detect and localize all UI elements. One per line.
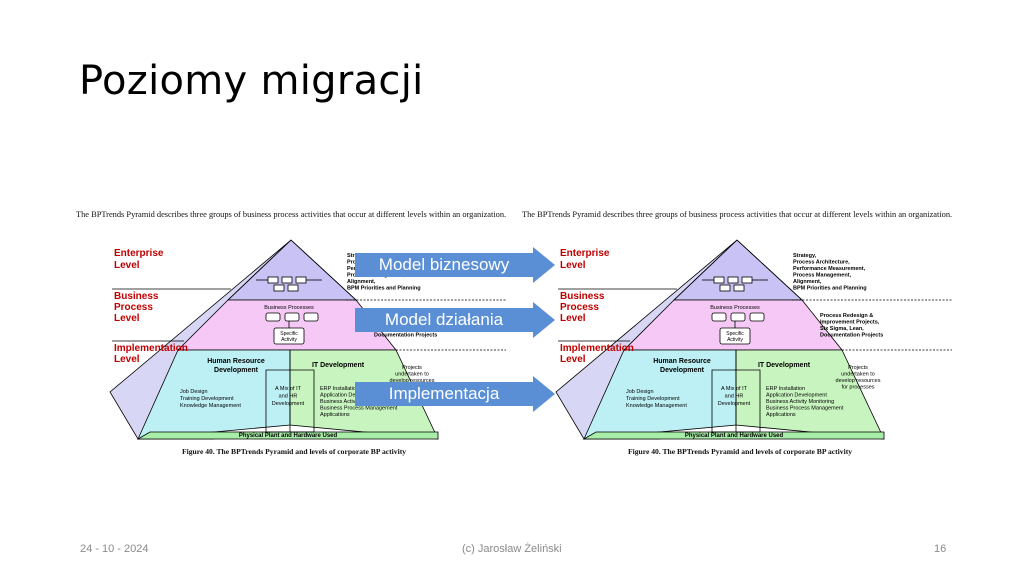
mix-item: and HR — [725, 394, 744, 400]
process-note: Six Sigma, Lean, — [820, 326, 864, 332]
implementation-note: undertaken to — [395, 372, 429, 378]
figure-intro: The BPTrends Pyramid describes three gro… — [522, 210, 953, 219]
hr-item: Training Development — [626, 396, 680, 402]
process-chain-icon — [702, 276, 768, 292]
arrow-model-biznesowy: Model biznesowy — [355, 247, 555, 288]
pyramid-figure-right: The BPTrends Pyramid describes three gro… — [522, 210, 958, 468]
it-item: Business Activity Monitoring — [320, 399, 388, 405]
hr-title: Development — [214, 367, 259, 374]
specific-activity-label: Activity — [281, 337, 297, 343]
level-label: Implementation — [560, 343, 634, 354]
enterprise-note: BPM Priorities and Planning — [793, 286, 867, 292]
enterprise-note: BPM Priorities and Planning — [347, 286, 421, 292]
business-processes-label: Business Processes — [264, 305, 314, 311]
hr-item: Job Design — [180, 389, 208, 395]
it-item: Business Process Management — [320, 406, 398, 412]
business-process-boxes — [711, 312, 765, 345]
level-label: Business — [114, 291, 159, 302]
mix-item: and HR — [279, 394, 298, 400]
specific-activity-label: Activity — [727, 337, 743, 343]
process-note: Improvement Projects, — [820, 320, 880, 326]
it-item: Applications — [766, 412, 796, 418]
right-arrow-icon — [355, 247, 555, 283]
mix-item: Development — [718, 401, 751, 407]
figure-caption: Figure 40. The BPTrends Pyramid and leve… — [627, 447, 853, 456]
mix-item: Development — [272, 401, 305, 407]
right-arrow-icon — [355, 302, 555, 338]
mix-item: A Mix of IT — [275, 386, 302, 392]
hr-item: Knowledge Management — [180, 403, 241, 409]
level-label: Implementation — [114, 343, 188, 354]
base-label: Physical Plant and Hardware Used — [685, 433, 784, 439]
it-item: ERP Installation — [766, 386, 805, 392]
arrow-implementacja: Implementacja — [355, 376, 555, 417]
process-note: Documentation Projects — [820, 333, 883, 339]
it-item: Business Process Management — [766, 406, 844, 412]
arrow-label: Implementacja — [388, 384, 500, 403]
it-title: IT Development — [312, 362, 365, 369]
level-label: Level — [114, 354, 140, 365]
hr-title: Development — [660, 367, 705, 374]
pyramid-figure-left: The BPTrends Pyramid describes three gro… — [76, 210, 512, 468]
bptrends-pyramid-diagram: EnterpriseLevelBusinessProcessLevelImple… — [555, 239, 952, 440]
process-note: Process Redesign & — [820, 313, 873, 319]
pyramid-base — [136, 431, 439, 440]
it-title: IT Development — [758, 362, 811, 369]
figure-caption: Figure 40. The BPTrends Pyramid and leve… — [181, 447, 407, 456]
slide-title: Poziomy migracji — [79, 58, 424, 104]
it-item: ERP Installation — [320, 386, 359, 392]
level-label: Enterprise — [114, 248, 164, 259]
arrow-label: Model działania — [384, 310, 504, 329]
specific-activity-label: Specific — [726, 331, 744, 337]
business-processes-label: Business Processes — [710, 305, 760, 311]
hr-item: Training Development — [180, 396, 234, 402]
implementation-note: undertaken to — [841, 372, 875, 378]
it-item: Application Development — [320, 393, 381, 399]
level-label: Process — [560, 302, 599, 313]
level-label: Level — [114, 260, 140, 271]
arrow-label: Model biznesowy — [378, 255, 510, 274]
specific-activity-label: Specific — [280, 331, 298, 337]
hr-item: Knowledge Management — [626, 403, 687, 409]
it-item: Application Development — [766, 393, 827, 399]
footer-author: (c) Jarosław Żeliński — [462, 543, 562, 555]
footer-page-number: 16 — [934, 543, 947, 555]
process-chain-icon — [256, 276, 322, 292]
enterprise-note: Process Management, — [793, 273, 852, 279]
level-label: Level — [560, 313, 586, 324]
bptrends-pyramid-diagram: EnterpriseLevelBusinessProcessLevelImple… — [109, 239, 506, 440]
implementation-note: Projects — [848, 365, 868, 371]
implementation-note: develop resources — [836, 378, 881, 384]
pyramid-base — [582, 431, 885, 440]
level-label: Level — [114, 313, 140, 324]
level-label: Enterprise — [560, 248, 610, 259]
hr-title: Human Resource — [653, 358, 711, 365]
level-label: Level — [560, 354, 586, 365]
it-item: Business Activity Monitoring — [766, 399, 834, 405]
level-label: Level — [560, 260, 586, 271]
process-note: Documentation Projects — [374, 333, 437, 339]
it-item: Applications — [320, 412, 350, 418]
right-arrow-icon — [355, 376, 555, 412]
enterprise-note: Alignment, — [793, 279, 822, 285]
figure-intro: The BPTrends Pyramid describes three gro… — [76, 210, 507, 219]
level-label: Process — [114, 302, 153, 313]
hr-item: Job Design — [626, 389, 654, 395]
enterprise-note: Alignment, — [347, 279, 376, 285]
arrow-model-dzialania: Model działania — [355, 302, 555, 343]
implementation-note: develop resources — [390, 378, 435, 384]
hr-title: Human Resource — [207, 358, 265, 365]
footer-date: 24 - 10 - 2024 — [80, 543, 149, 555]
level-label: Business — [560, 291, 605, 302]
mix-item: A Mix of IT — [721, 386, 748, 392]
business-process-boxes — [265, 312, 319, 345]
base-label: Physical Plant and Hardware Used — [239, 433, 338, 439]
implementation-note: Projects — [402, 365, 422, 371]
implementation-note: for processes — [841, 385, 874, 391]
enterprise-note: Process Architecture, — [793, 260, 850, 266]
enterprise-note: Performance Measurement, — [793, 266, 866, 272]
enterprise-note: Strategy, — [793, 253, 817, 259]
